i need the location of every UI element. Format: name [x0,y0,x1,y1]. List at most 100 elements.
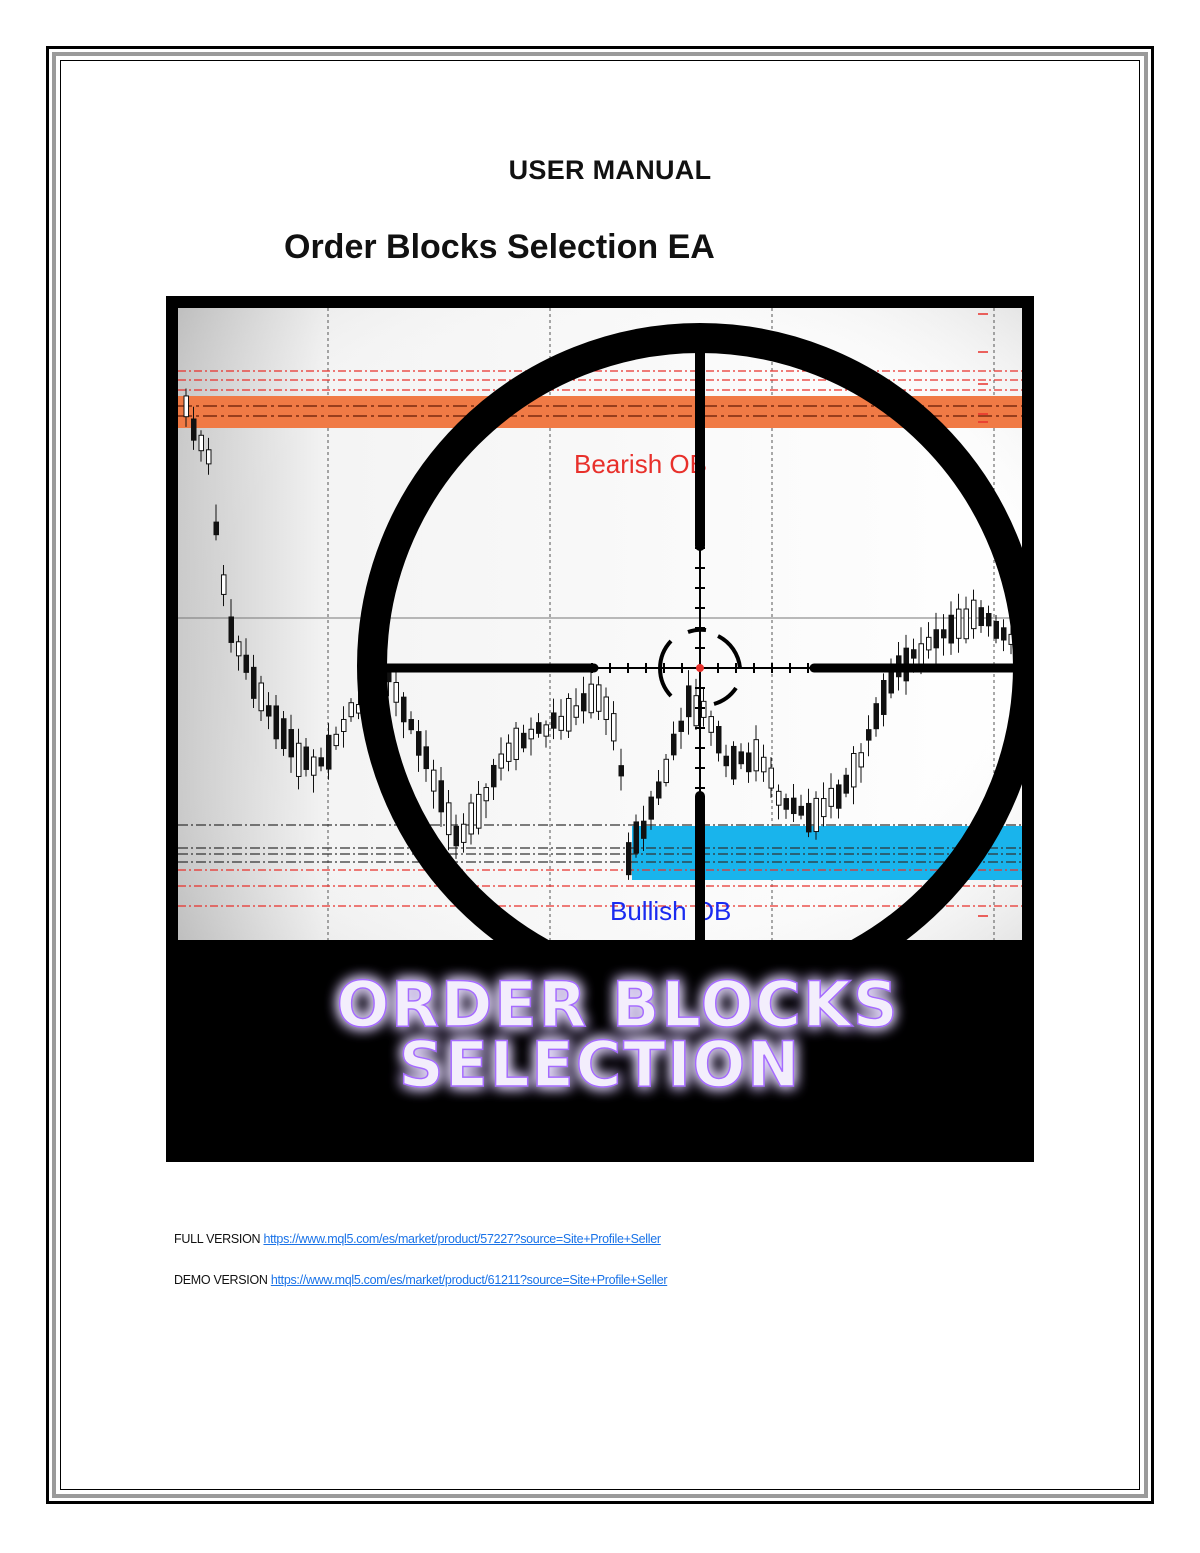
candle-body [461,823,467,843]
candle-body [716,726,722,754]
candle-body [468,802,474,835]
candle-body [663,758,669,784]
candle-body [603,696,609,720]
bullish-zone-dashes [178,824,1022,863]
candle-body [821,798,827,818]
candle-body [761,756,767,773]
candle-body [528,728,534,740]
candle-body [701,700,707,718]
candle-body [1001,627,1007,641]
candle-body [888,668,894,694]
banner-line-2: SELECTION [399,1028,801,1101]
candle-body [393,682,399,703]
candle-body [198,434,204,452]
candle-body [941,629,947,639]
candle-body [288,729,294,758]
candle-body [948,614,954,644]
candle-body [438,780,444,813]
candle-body [446,802,452,836]
document-title: Order Blocks Selection EA [284,228,715,266]
demo-version-link[interactable]: https://www.mql5.com/es/market/product/6… [270,1273,668,1287]
candle-body [956,608,962,639]
candle-body [971,599,977,630]
candle-body [611,713,617,742]
axis-ticks [978,313,988,917]
candle-body [251,666,257,699]
cover-illustration: Bearish OB Bullish OB [178,308,1022,1102]
candle-body [978,607,984,627]
full-version-link[interactable]: https://www.mql5.com/es/market/product/5… [263,1232,661,1246]
candle-body [641,820,647,839]
candle-body [206,449,212,465]
candle-body [828,787,834,807]
document-label: USER MANUAL [508,155,712,185]
candle-body [858,752,864,768]
candle-body [678,720,684,732]
candle-body [491,764,497,788]
candle-body [228,616,234,643]
candle-body [506,742,512,762]
demo-version-line: DEMO VERSION https://www.mql5.com/es/mar… [174,1273,668,1287]
candle-body [213,521,219,536]
candle-body [573,705,579,718]
candle-body [543,724,549,737]
candle-body [693,695,699,727]
candle-body [566,697,572,732]
candle-body [993,620,999,639]
candle-body [648,796,654,820]
candle-body [671,733,677,756]
crosshair-scope-icon [357,323,1022,940]
candle-body [866,729,872,741]
candle-body [558,715,564,731]
banner: ORDER BLOCKS SELECTION [336,967,899,1102]
candle-body [686,685,692,718]
bullish-levels [178,869,1022,907]
candle-body [521,732,527,749]
chart-area: Bearish OB Bullish OB [178,308,1022,940]
candle-body [776,790,782,806]
candle-body [746,752,752,773]
candle-body [911,649,917,659]
bullish-ob-label: Bullish OB [610,896,731,926]
candle-body [498,753,504,769]
candle-body [633,821,639,854]
candle-body [881,680,887,715]
candle-body [738,751,744,765]
candle-body [183,395,189,418]
candle-body [423,746,429,770]
full-version-line: FULL VERSION https://www.mql5.com/es/mar… [174,1232,661,1246]
candle-body [401,696,407,723]
candle-body [551,712,557,729]
candle-body [708,716,714,733]
candle-body [483,787,489,802]
candle-body [656,781,662,799]
candle-body [806,802,812,833]
candle-body [266,705,272,717]
candle-body [581,693,587,712]
candle-body [918,643,924,668]
candle-body [791,797,797,815]
candle-body [408,719,414,731]
candle-body [431,769,437,792]
candle-body [258,682,264,712]
candle-body [416,731,422,756]
candle-body [798,805,804,816]
candle-body [303,746,309,770]
candle-body [851,753,857,788]
candle-body [318,757,324,767]
candle-body [311,756,317,776]
demo-version-label: DEMO VERSION [174,1273,268,1287]
candle-body [926,636,932,651]
candle-body [513,727,519,760]
candle-body [191,418,197,441]
cover-image: Bearish OB Bullish OB [166,296,1034,1162]
candle-body [476,793,482,829]
candle-body [626,842,632,876]
candle-body [836,784,842,809]
bearish-levels [178,370,1022,391]
candle-body [221,574,227,595]
candle-body [341,718,347,732]
candle-body [618,765,624,777]
candle-body [596,684,602,712]
candle-body [236,641,242,657]
